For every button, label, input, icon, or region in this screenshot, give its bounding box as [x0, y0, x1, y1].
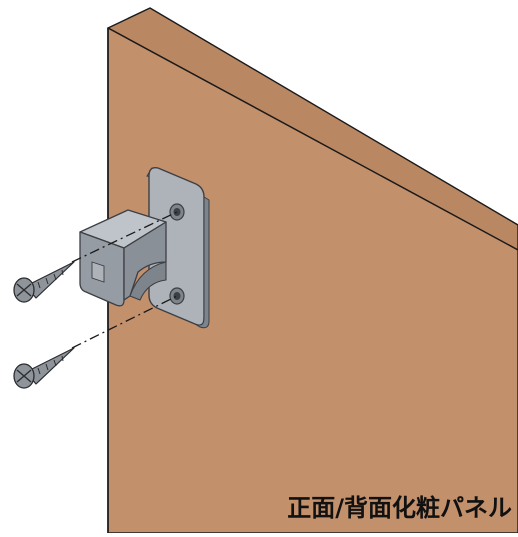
screw-lower-cross — [16, 369, 32, 383]
screw-upper-cross — [16, 283, 32, 297]
bracket-hole-lower-inner — [173, 292, 181, 300]
panel-label: 正面/背面化粧パネル — [287, 494, 512, 522]
bracket-arm-notch — [91, 261, 105, 283]
mounting-bracket-icon — [79, 166, 210, 329]
bracket-plate-thickness — [194, 196, 210, 329]
screw-upper-thread — [37, 269, 64, 289]
wood-screw-icon — [13, 347, 75, 389]
decorative-panel — [107, 7, 518, 534]
screw-lower-thread — [37, 355, 64, 375]
bracket-arm-curve — [129, 261, 167, 301]
bracket-hole-upper-inner — [173, 208, 181, 216]
wood-screw-icon — [13, 261, 75, 303]
